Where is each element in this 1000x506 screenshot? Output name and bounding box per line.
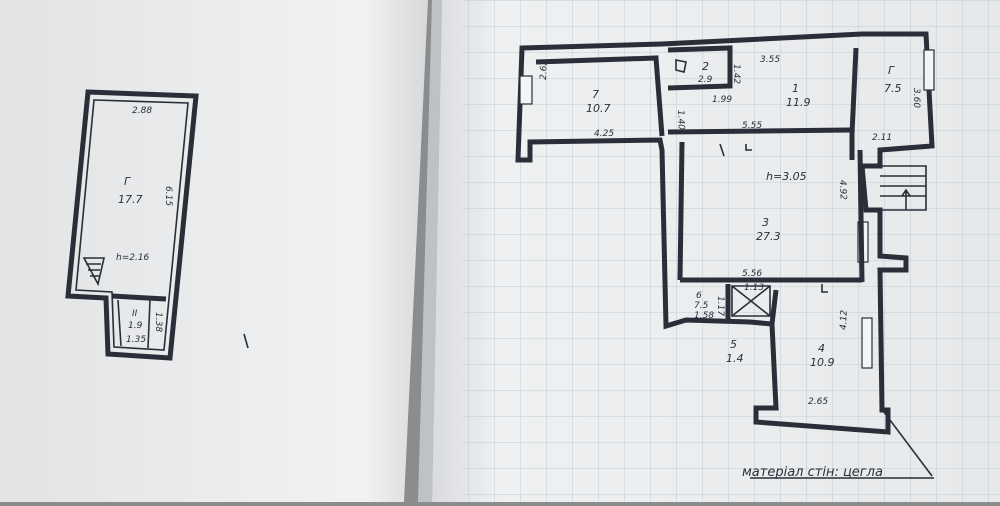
left-dim-side: 6.15 [163, 186, 173, 206]
dim-492: 4.92 [837, 180, 848, 201]
materials-note: матеріал стін: цегла [742, 465, 883, 480]
room-1-dim-side: 1.40 [675, 110, 686, 131]
room-2-area: 2.9 [698, 75, 713, 85]
dim-555: 5.55 [742, 121, 762, 131]
room-4-label: 4 [818, 342, 825, 355]
room-5-vent [731, 285, 771, 317]
room-1-area: 11.9 [786, 96, 811, 109]
room-g-dim-bottom: 2.11 [872, 133, 892, 143]
room-6-area: 7.5 [694, 301, 709, 311]
partition-555 [667, 127, 851, 135]
left-room-ii-area: 1.9 [128, 321, 143, 331]
room-g-label: Г [888, 64, 895, 77]
right-plan: 2.62 7 10.7 4.25 2 2.9 1.42 1.99 3.55 1 … [515, 31, 935, 480]
room-2-dim-side: 1.42 [731, 64, 741, 84]
left-dim-ii-bottom: 1.35 [126, 335, 146, 345]
room-3-height: h=3.05 [766, 170, 807, 183]
room-6-label: 6 [696, 291, 702, 301]
left-plan-partition [111, 293, 167, 302]
room-7-walls [535, 55, 665, 137]
room-1-label: 1 [792, 82, 799, 95]
room-4-left-wall [769, 289, 779, 325]
room-5-area: 1.4 [726, 352, 744, 365]
left-room-ii-label: II [132, 309, 138, 319]
pencil-tick-mark [243, 333, 249, 349]
left-plan-outer-wall [65, 89, 199, 361]
window-room-7 [519, 75, 533, 105]
stair-icon [82, 257, 106, 287]
left-paper-sheet [0, 0, 428, 502]
window-room-4 [861, 317, 873, 369]
left-plan: 2.88 Г 17.7 6.15 h=2.16 II 1.9 1.38 1.35 [65, 89, 199, 361]
room-7-dim-bottom: 4.25 [594, 129, 614, 139]
room-3-area: 27.3 [756, 230, 781, 243]
partition-room-g [849, 47, 859, 160]
room-2-walls [667, 45, 733, 91]
room-6-dim-side: 1.17 [715, 296, 725, 316]
toilet-icon [675, 59, 687, 73]
dim-556: 5.56 [742, 269, 762, 279]
room-4-area: 10.9 [810, 356, 835, 369]
room-4-dim-side: 4.12 [839, 309, 850, 330]
room-2-dim-bottom: 1.99 [712, 95, 732, 105]
door-mark-2 [821, 284, 828, 293]
left-room-g-area: 17.7 [118, 193, 143, 206]
left-height: h=2.16 [116, 253, 150, 263]
room-2-label: 2 [702, 60, 709, 73]
window-room-g [923, 49, 935, 91]
room-5-dim: 1.13 [744, 283, 764, 293]
room-4-dim-bottom: 2.65 [808, 397, 828, 407]
left-dim-top: 2.88 [132, 106, 152, 116]
binding-gap [418, 0, 442, 502]
room-7-label: 7 [592, 88, 599, 101]
room-7-dim-side: 2.62 [539, 59, 550, 80]
room-5-label: 5 [730, 338, 737, 351]
left-room-g-label: Г [124, 175, 131, 188]
graph-paper-grid [462, 0, 1000, 502]
room-g-dim-side: 3.60 [911, 88, 921, 108]
room-3-label: 3 [762, 216, 769, 229]
room-7-area: 10.7 [586, 102, 611, 115]
room-6-dim-bottom: 1.58 [694, 311, 714, 321]
left-dim-ii-side: 1.38 [153, 312, 163, 332]
room-3-right-wall [857, 149, 865, 283]
door-mark-1 [719, 143, 752, 157]
room-g-area: 7.5 [884, 82, 902, 95]
left-plan-inner-wall [75, 99, 189, 351]
room-1-dim-top: 3.55 [760, 55, 780, 65]
right-plan-outer-wall [515, 31, 935, 435]
room-3-left-wall [677, 141, 685, 281]
stair-icon [880, 165, 927, 211]
left-plan-closet [117, 299, 151, 349]
pointer-line [750, 411, 934, 479]
